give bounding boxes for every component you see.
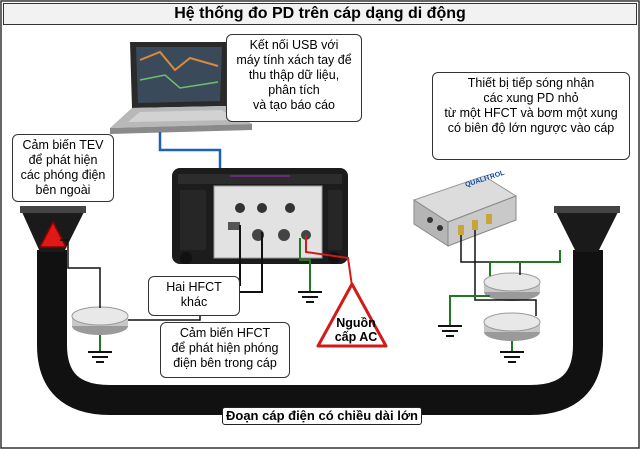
left-ground-icon	[88, 351, 112, 363]
hfct-sensor-right-bottom	[483, 312, 541, 341]
callout-usb-connection: Kết nối USB với máy tính xách tay để thu…	[226, 34, 362, 122]
callout-tev-sensor: Cảm biến TEV để phát hiện các phóng điện…	[12, 134, 114, 202]
right-ground-wire	[449, 250, 561, 326]
ac-source-label: Nguồn cấp AC	[334, 316, 378, 344]
pd-measurement-case	[172, 168, 348, 264]
long-cable	[37, 250, 603, 415]
device-cable-2	[474, 230, 537, 316]
tev-wire	[60, 239, 101, 308]
left-termination-cap	[20, 206, 86, 213]
ac-source-triangle	[316, 282, 388, 348]
callout-transceiver-device: Thiết bị tiếp sóng nhận các xung PD nhỏ …	[432, 72, 630, 160]
callout-hfct-inner: Cảm biến HFCT để phát hiện phóng điện bê…	[160, 322, 290, 378]
cable-label: Đoạn cáp điện có chiều dài lớn	[222, 407, 422, 425]
callout-other-hfct: Hai HFCT khác	[148, 276, 240, 316]
right-ground-icon	[500, 351, 524, 363]
diagram-title: Hệ thống đo PD trên cáp dạng di động	[3, 3, 637, 25]
right-termination-cap	[554, 206, 620, 213]
tev-sensor-icon	[39, 221, 67, 248]
pd-transceiver-device	[412, 175, 518, 247]
case-ground-icon	[298, 291, 322, 303]
hfct-sensor-left	[71, 306, 129, 335]
right-cable-termination	[556, 212, 618, 252]
laptop-icon	[110, 42, 252, 134]
case-ground-wire	[299, 238, 311, 292]
right-device-ground-icon	[438, 325, 462, 337]
hfct-sensor-right-top	[483, 272, 541, 301]
usb-cable	[158, 132, 222, 172]
ac-power-cable	[305, 235, 353, 287]
